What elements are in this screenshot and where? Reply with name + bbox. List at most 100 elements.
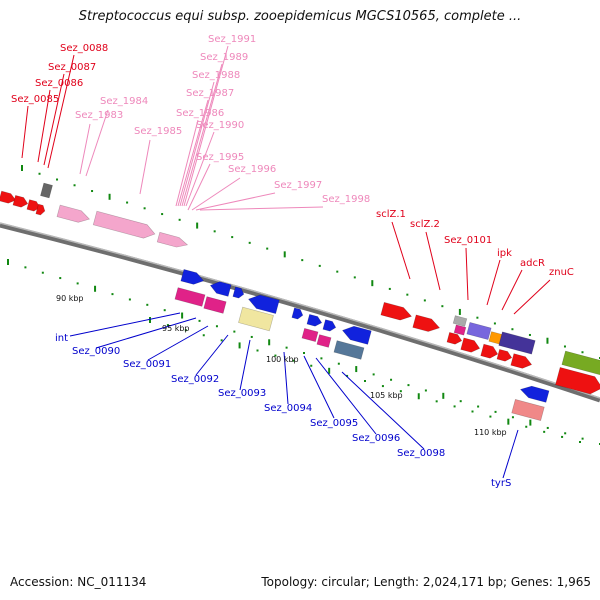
tick-mark	[215, 325, 218, 328]
label-connector	[69, 312, 181, 337]
label-connector	[95, 317, 197, 349]
tick-mark	[546, 337, 549, 344]
tick-mark	[24, 266, 27, 269]
tick-mark	[525, 425, 528, 428]
gene-label: Sez_1990	[196, 120, 244, 131]
gene-label: sclZ.2	[410, 219, 440, 230]
scale-label: 90 kbp	[56, 294, 84, 303]
gene-arrow	[301, 327, 319, 343]
label-connector	[195, 334, 229, 376]
tick-mark	[149, 317, 151, 323]
label-connector	[181, 63, 223, 207]
gene-label: Sez_1989	[200, 52, 248, 63]
tick-mark	[320, 357, 323, 360]
gene-label: Sez_1991	[208, 34, 256, 45]
tick-mark	[579, 441, 581, 443]
tick-mark	[198, 319, 201, 322]
tick-mark	[184, 329, 187, 332]
label-connector	[79, 123, 91, 175]
label-connector	[191, 177, 241, 211]
gene-arrow	[480, 343, 499, 359]
label-connector	[183, 45, 229, 207]
tick-mark	[303, 352, 305, 354]
tick-mark	[328, 367, 331, 374]
tick-mark	[458, 308, 461, 315]
gene-label: Sez_1988	[192, 70, 240, 81]
gene-label: Sez_1984	[100, 96, 148, 107]
label-connector	[465, 247, 469, 301]
tick-mark	[248, 241, 251, 244]
gene-label: Sez_0091	[123, 359, 171, 370]
tick-mark	[423, 299, 426, 302]
tick-mark	[543, 430, 546, 433]
gene-label: Sez_1987	[186, 88, 234, 99]
tick-mark	[581, 437, 584, 440]
label-connector	[85, 109, 109, 177]
label-connector	[283, 351, 289, 405]
tick-mark	[250, 335, 253, 338]
label-connector	[502, 429, 519, 479]
tick-mark	[310, 364, 313, 367]
gene-arrow	[452, 315, 468, 327]
gene-label: int	[55, 333, 68, 344]
tick-mark	[178, 218, 181, 221]
tick-mark	[73, 184, 76, 187]
scale-label: 100 kbp	[266, 355, 299, 364]
label-connector	[43, 73, 65, 166]
label-connector	[139, 139, 151, 195]
label-connector	[147, 325, 209, 361]
label-connector	[195, 192, 276, 211]
gene-label: Sez_0096	[352, 433, 400, 444]
tick-mark	[493, 322, 496, 325]
scale-label: 110 kbp	[474, 428, 507, 437]
gene-label: znuC	[549, 267, 574, 278]
label-connector	[179, 81, 215, 207]
tick-mark	[56, 178, 59, 181]
tick-mark	[406, 293, 409, 296]
gene-label: Sez_0093	[218, 388, 266, 399]
label-connector	[199, 206, 324, 211]
tick-mark	[399, 390, 402, 393]
tick-mark	[442, 392, 445, 399]
gene-arrow	[203, 296, 227, 314]
tick-mark	[388, 287, 391, 290]
gene-label: Sez_1998	[322, 194, 370, 205]
gene-arrow	[511, 398, 545, 422]
gene-arrow	[56, 204, 91, 223]
label-connector	[486, 259, 501, 306]
gene-arrow	[496, 348, 513, 362]
gene-arrow	[248, 294, 280, 315]
tick-mark	[111, 293, 114, 296]
tick-mark	[471, 410, 474, 413]
tick-mark	[355, 366, 358, 373]
label-connector	[177, 99, 209, 207]
gene-label: Sez_1996	[228, 164, 276, 175]
gene-arrow	[291, 307, 304, 320]
tick-mark	[128, 298, 131, 301]
gene-arrow	[446, 331, 463, 345]
gene-arrow	[380, 301, 413, 321]
tick-mark	[507, 418, 510, 425]
tick-mark	[563, 345, 566, 348]
gene-label: Sez_0088	[60, 43, 108, 54]
gene-arrow	[510, 353, 533, 369]
tick-mark	[231, 236, 234, 239]
tick-mark	[292, 359, 295, 362]
label-connector	[303, 355, 335, 419]
gene-arrow	[453, 324, 467, 336]
gene-arrow	[180, 268, 205, 285]
gene-arrow	[306, 313, 323, 327]
gene-label: Sez_1997	[274, 180, 322, 191]
label-connector	[391, 221, 411, 280]
gene-label: Sez_0090	[72, 346, 120, 357]
gene-arrow	[26, 199, 41, 212]
gene-label: Sez_1985	[134, 126, 182, 137]
tick-mark	[371, 280, 374, 287]
map-title: Streptococcus equi subsp. zooepidemicus …	[78, 9, 522, 24]
label-connector	[187, 163, 211, 211]
gene-features	[0, 182, 600, 422]
tick-mark	[407, 384, 410, 387]
label-connector	[175, 119, 199, 207]
tick-mark	[581, 351, 584, 354]
topology-text: Topology: circular; Length: 2,024,171 bp…	[261, 575, 591, 589]
